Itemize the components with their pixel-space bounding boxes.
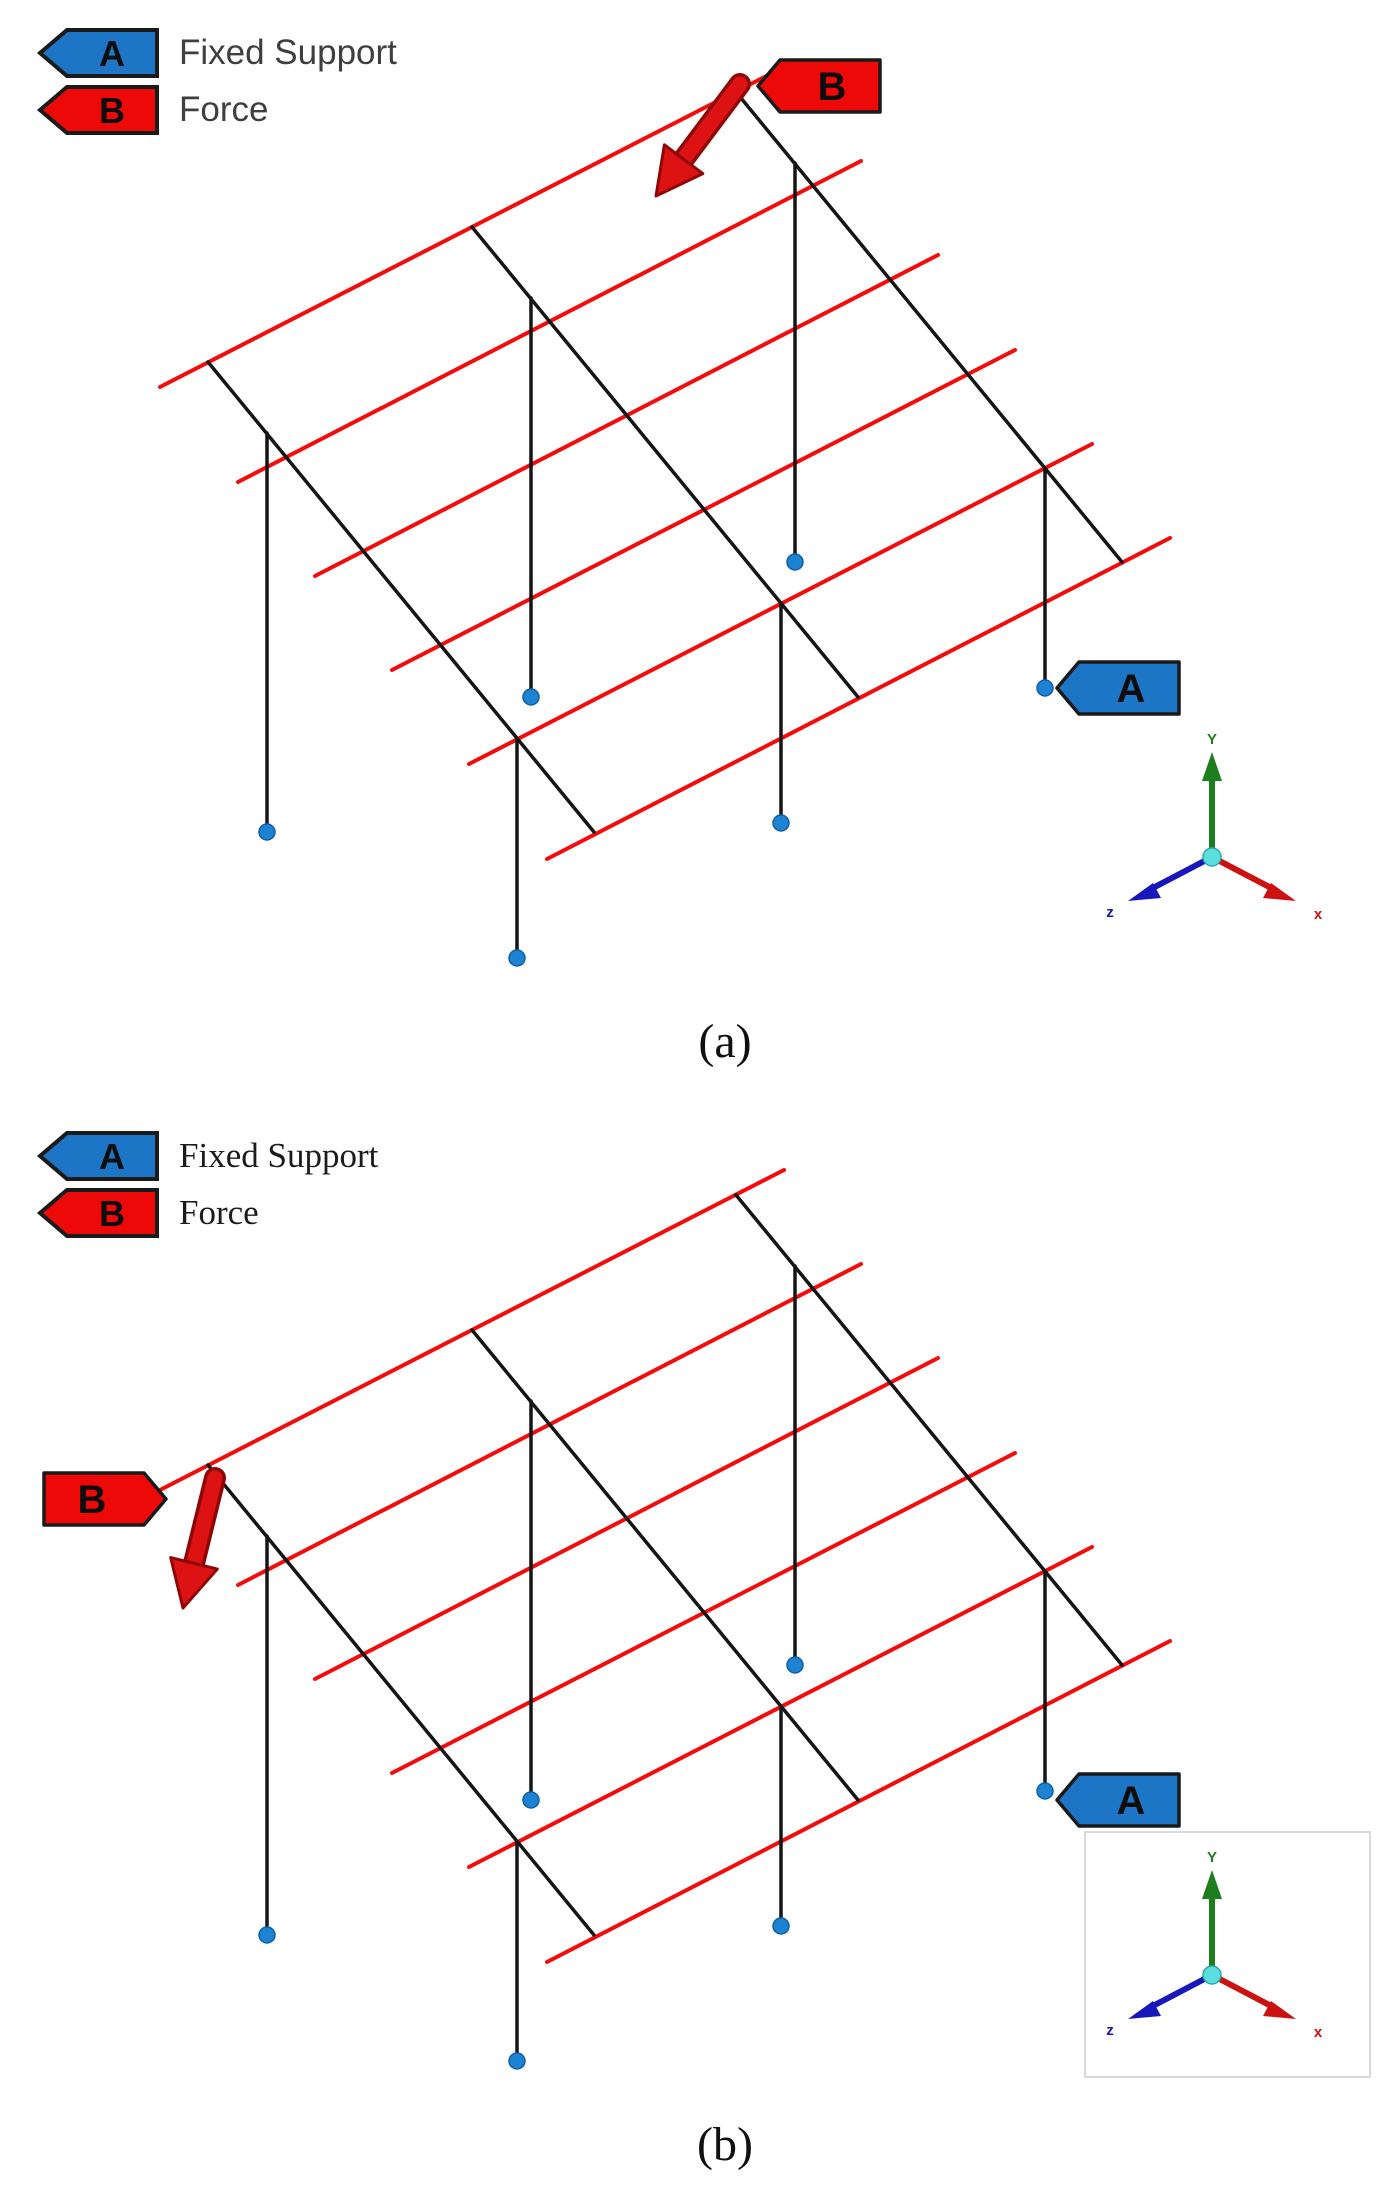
annotation-tag-b: B xyxy=(756,58,882,114)
force-arrow xyxy=(169,1467,226,1610)
x-axis-label: x xyxy=(1314,906,1323,923)
legend-label: Force xyxy=(179,1193,259,1232)
z-axis-arrowhead xyxy=(1128,2001,1161,2019)
legend-b: A Fixed Support B Force xyxy=(36,1129,378,1243)
legend-tag-letter: B xyxy=(99,90,125,131)
fixed-support-dot xyxy=(522,688,540,706)
legend-item-fixed-support: A Fixed Support xyxy=(36,26,397,80)
structure-canvas-a: B A Yz x xyxy=(158,58,1323,967)
structure-canvas-b: B A Yz x xyxy=(42,1168,1371,2078)
legend-tag-b-icon: B xyxy=(36,1188,159,1238)
legend-tag-b-icon: B xyxy=(36,85,159,135)
fixed-support-dot xyxy=(1036,679,1054,697)
annotation-tag-letter: B xyxy=(78,1478,107,1522)
x-axis-arrowhead xyxy=(1263,2001,1296,2019)
rafter-beam xyxy=(734,90,1124,564)
legend-label: Force xyxy=(179,90,269,129)
legend-a: A Fixed Support B Force xyxy=(36,26,397,140)
legend-tag-letter: A xyxy=(99,1136,125,1177)
x-axis-label: x xyxy=(1314,2024,1323,2041)
y-axis-label: Y xyxy=(1207,1849,1217,1866)
rafter-beam xyxy=(470,225,860,699)
fixed-support-dot xyxy=(258,823,276,841)
z-axis xyxy=(1146,1972,1215,2011)
legend-label: Fixed Support xyxy=(179,1136,379,1175)
force-arrow xyxy=(654,73,751,198)
rafter-beam xyxy=(470,1328,860,1802)
coordinate-triad: Yz x xyxy=(1084,1831,1371,2078)
fixed-support-dot xyxy=(258,1926,276,1944)
legend-item-force: B Force xyxy=(36,83,397,137)
force-arrowhead xyxy=(169,1556,219,1610)
z-axis-arrowhead xyxy=(1128,883,1161,901)
annotation-tag-a: A xyxy=(1055,660,1181,716)
caption-a: (a) xyxy=(698,1015,752,1068)
fixed-support-dot xyxy=(772,1917,790,1935)
force-arrowhead xyxy=(654,143,705,198)
z-axis-label: z xyxy=(1106,904,1114,921)
fixed-support-dot xyxy=(1036,1782,1054,1800)
annotation-tag-letter: B xyxy=(818,65,847,109)
legend-tag-letter: B xyxy=(99,1193,125,1234)
legend-item-fixed-support: A Fixed Support xyxy=(36,1129,378,1183)
coordinate-triad: Yz x xyxy=(1106,731,1323,923)
legend-tag-letter: A xyxy=(99,33,125,74)
rafter-beam xyxy=(206,1463,596,1937)
x-axis-arrowhead xyxy=(1263,883,1296,901)
rafter-beam xyxy=(734,1193,1124,1667)
legend-tag-a-icon: A xyxy=(36,28,159,78)
y-axis-arrowhead xyxy=(1202,1870,1222,1899)
legend-tag-a-icon: A xyxy=(36,1131,159,1181)
rafter-beam xyxy=(206,360,596,834)
fixed-support-dot xyxy=(772,814,790,832)
fixed-support-dot xyxy=(522,1791,540,1809)
triad-origin xyxy=(1202,847,1222,867)
y-axis-arrowhead xyxy=(1202,752,1222,781)
caption-b: (b) xyxy=(697,2118,753,2171)
y-axis-label: Y xyxy=(1207,731,1217,748)
annotation-tag-a: A xyxy=(1055,1772,1181,1828)
x-axis xyxy=(1209,1972,1278,2011)
annotation-tag-b: B xyxy=(42,1471,168,1527)
z-axis-label: z xyxy=(1106,2022,1114,2039)
annotation-tag-letter: A xyxy=(1117,1779,1146,1823)
annotation-tag-letter: A xyxy=(1117,667,1146,711)
fixed-support-dot xyxy=(786,553,804,571)
triad-border-box xyxy=(1084,1831,1371,2078)
legend-label: Fixed Support xyxy=(179,33,397,72)
fixed-support-dot xyxy=(786,1656,804,1674)
triad-origin xyxy=(1202,1965,1222,1985)
z-axis xyxy=(1146,854,1215,893)
legend-item-force: B Force xyxy=(36,1186,378,1240)
x-axis xyxy=(1209,854,1278,893)
fixed-support-dot xyxy=(508,2052,526,2070)
fixed-support-dot xyxy=(508,949,526,967)
